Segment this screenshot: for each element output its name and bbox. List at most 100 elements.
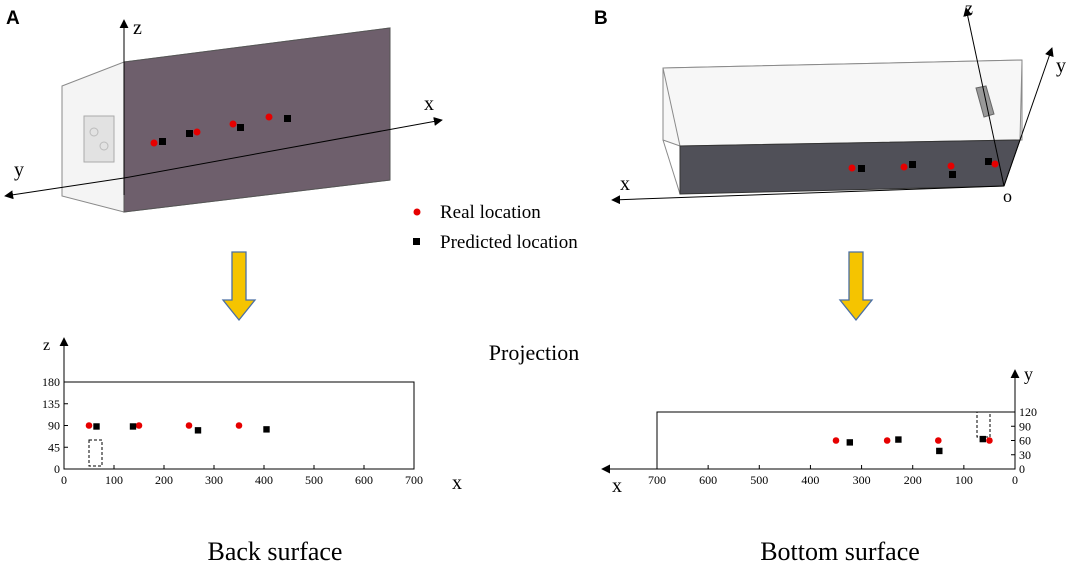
real-location-point: [934, 437, 942, 444]
sensor-block: [83, 115, 115, 163]
real-location-point: [883, 437, 891, 444]
x-tick-label: 700: [405, 473, 423, 487]
x-tick-label: 300: [205, 473, 223, 487]
axis-x-label: x: [620, 173, 630, 195]
chart-a-xlabel: x: [452, 472, 462, 494]
axis-origin-label: o: [1003, 186, 1012, 206]
x-tick-label: 200: [155, 473, 173, 487]
predicted-location-point: [936, 447, 943, 455]
predicted-location-point: [129, 423, 137, 430]
predicted-location-point: [895, 436, 902, 443]
legend: Real location Predicted location: [413, 202, 578, 253]
axis-y-label: y: [1056, 55, 1066, 77]
predicted-location-marker: [858, 165, 865, 172]
y-tick-label: 30: [1019, 448, 1031, 462]
chart-a-ylabel: z: [43, 337, 50, 354]
x-tick-label: 0: [1012, 473, 1018, 487]
x-tick-label: 500: [750, 473, 768, 487]
axis-z-label: z: [965, 0, 973, 18]
legend-real-marker: [413, 208, 421, 216]
axis-y-arrow: [1003, 47, 1054, 187]
bottom-box-transparent: [662, 59, 1023, 147]
axis-y-label: y: [14, 159, 24, 181]
real-location-point: [832, 437, 840, 444]
predicted-location-point: [194, 427, 202, 434]
sensor-outline: [976, 411, 991, 438]
predicted-location-point: [846, 439, 854, 446]
x-tick-label: 400: [255, 473, 273, 487]
x-tick-label: 400: [801, 473, 819, 487]
panel-b-letter: B: [594, 8, 608, 29]
axis-y-arrow: [4, 177, 125, 200]
projection-label: Projection: [489, 340, 579, 365]
y-tick-label: 135: [42, 397, 60, 411]
x-tick-label: 700: [648, 473, 666, 487]
predicted-location-point: [93, 423, 100, 430]
caption-back-surface: Back surface: [208, 537, 343, 566]
projection-arrow-b: [838, 251, 874, 322]
predicted-location-marker: [949, 171, 956, 178]
back-surface-chart: z x 0 100 200 300 400 500 600 700 0 45 90 135 180: [42, 337, 462, 494]
predicted-location-marker: [237, 124, 244, 131]
axis-x-label: x: [424, 93, 434, 115]
y-tick-label: 120: [1019, 405, 1037, 419]
real-location-marker: [150, 139, 158, 147]
real-location-point: [185, 422, 193, 429]
predicted-location-marker: [186, 130, 193, 137]
caption-bottom-surface: Bottom surface: [760, 537, 920, 566]
back-surface-face: [123, 27, 391, 213]
real-location-point: [235, 422, 243, 429]
panel-a: A z x y z x: [4, 8, 462, 566]
y-tick-label: 90: [48, 419, 60, 433]
real-location-marker: [193, 128, 201, 136]
predicted-location-point: [263, 426, 270, 433]
real-location-marker: [991, 160, 999, 168]
x-tick-label: 100: [955, 473, 973, 487]
x-tick-label: 600: [355, 473, 373, 487]
x-tick-label: 100: [105, 473, 123, 487]
predicted-location-point: [979, 435, 986, 443]
x-tick-label: 0: [61, 473, 67, 487]
real-location-marker: [947, 162, 955, 170]
x-tick-label: 300: [853, 473, 871, 487]
axis-x-arrow: [123, 117, 443, 179]
real-location-point: [135, 422, 143, 429]
real-location-point: [85, 422, 93, 429]
bottom-box-edge: [662, 139, 681, 195]
panel-a-letter: A: [6, 8, 20, 29]
y-tick-label: 90: [1019, 419, 1031, 433]
sensor-hole: [89, 127, 99, 137]
bottom-box-edge: [662, 67, 681, 147]
x-tick-label: 200: [904, 473, 922, 487]
predicted-location-marker: [985, 158, 992, 165]
x-tick-label: 500: [305, 473, 323, 487]
chart-b-ylabel: y: [1024, 364, 1033, 384]
y-tick-label: 180: [42, 375, 60, 389]
real-location-marker: [229, 120, 237, 128]
axis-z-arrow: [963, 7, 1005, 187]
y-tick-label: 60: [1019, 434, 1031, 448]
y-tick-label: 0: [54, 462, 60, 476]
chart-b-xlabel: x: [612, 475, 622, 497]
sensor-outline: [88, 439, 103, 467]
x-tick-label: 600: [699, 473, 717, 487]
legend-predicted-label: Predicted location: [440, 232, 578, 253]
real-location-marker: [265, 113, 273, 121]
real-location-point: [986, 437, 993, 444]
predicted-location-marker: [284, 115, 291, 122]
legend-real-label: Real location: [440, 202, 541, 223]
axis-x-arrow: [611, 185, 1005, 205]
real-location-marker: [848, 164, 856, 172]
sensor-hole: [99, 141, 109, 151]
legend-predicted-marker: [413, 238, 420, 245]
y-tick-label: 45: [48, 440, 60, 454]
real-location-marker: [900, 163, 908, 171]
projection-arrow-a: [221, 251, 257, 322]
panel-b: B z y x o y: [594, 0, 1066, 566]
predicted-location-marker: [159, 138, 166, 145]
y-tick-label: 0: [1019, 462, 1025, 476]
axis-z-label: z: [133, 17, 142, 39]
predicted-location-marker: [909, 161, 916, 168]
